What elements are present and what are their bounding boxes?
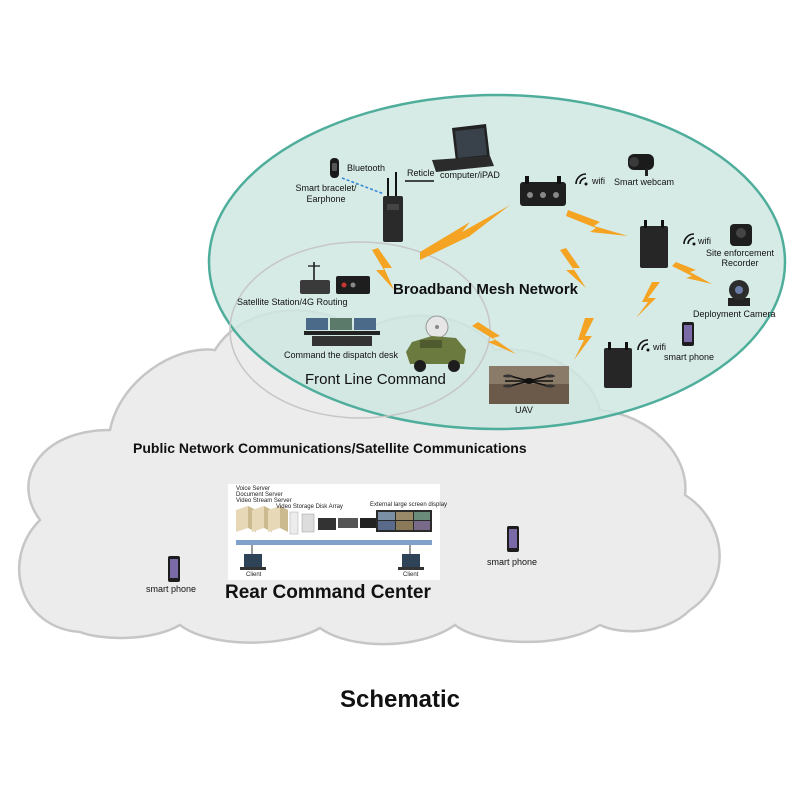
public-network-title: Public Network Communications/Satellite … <box>133 440 527 456</box>
lightning-icon <box>566 210 628 236</box>
client-computer-icon <box>398 554 424 570</box>
lightning-icon <box>420 205 510 260</box>
radio-icon <box>383 172 403 242</box>
dispatch-label: Command the dispatch desk <box>284 350 399 360</box>
rear-command-panel <box>228 484 440 580</box>
server-icon <box>236 506 288 532</box>
satellite-dish-icon <box>425 315 449 339</box>
laptop-icon <box>432 124 494 172</box>
lightning-icon <box>672 262 712 284</box>
bluetooth-label: Bluetooth <box>347 163 386 173</box>
military-vehicle-icon <box>406 336 466 372</box>
satellite-label: Satellite Station/4G Routing <box>237 297 348 307</box>
client-label: Client <box>246 572 262 578</box>
uav-label: UAV <box>515 405 533 415</box>
satellite-station-icon <box>300 262 370 294</box>
bluetooth-link <box>341 177 385 195</box>
lightning-icon <box>372 248 394 290</box>
smartphone-icon <box>682 322 694 346</box>
lightning-icon <box>472 322 516 354</box>
client-label: Client <box>403 572 419 578</box>
computer-label: computer/iPAD <box>440 170 500 180</box>
mesh-network-title: Broadband Mesh Network <box>393 281 579 298</box>
server-label: Voice Server <box>236 486 271 492</box>
wifi-icon <box>575 173 588 186</box>
large-display-icon <box>376 510 432 532</box>
uav-image <box>489 366 569 404</box>
mesh-router-icon <box>520 176 566 206</box>
lightning-icon <box>560 248 586 288</box>
server-label: Document Server <box>236 492 283 498</box>
recorder-icon <box>730 224 752 246</box>
lightning-icon <box>574 318 594 360</box>
display-label: External large screen display <box>370 502 448 508</box>
dispatch-desk-icon <box>304 318 380 346</box>
front-line-title: Front Line Command <box>305 371 446 388</box>
wifi-label: wifi <box>592 176 605 186</box>
bracelet-icon <box>330 158 339 178</box>
cloud-smartphone-left-label: smart phone <box>146 584 197 594</box>
storage-label: Video Storage Disk Array <box>276 504 343 510</box>
network-bus <box>236 540 432 545</box>
rear-command-title: Rear Command Center <box>225 582 431 603</box>
wifi-label: wifi <box>698 236 711 246</box>
smartphone-icon <box>507 526 519 552</box>
schematic-caption: Schematic <box>339 686 461 713</box>
smartphone-icon <box>168 556 180 582</box>
mesh-smartphone-label: smart phone <box>664 352 715 362</box>
wifi-icon <box>683 233 696 246</box>
webcam-label: Smart webcam <box>614 177 675 187</box>
cloud-smartphone-right-label: smart phone <box>487 557 538 567</box>
wifi-label: wifi <box>653 342 666 352</box>
reticle-label: Reticle <box>407 168 435 178</box>
bracelet-label: Smart bracelet/ Earphone <box>295 183 357 204</box>
recorder-label: Site enforcement Recorder <box>705 248 775 268</box>
webcam-icon <box>628 154 654 176</box>
lightning-icon <box>636 282 660 318</box>
mesh-node-icon <box>604 342 632 388</box>
drone-icon <box>503 374 555 388</box>
mesh-node-icon <box>640 220 668 268</box>
deploy-camera-label: Deployment Camera <box>693 309 776 319</box>
ptz-camera-icon <box>728 280 750 306</box>
wifi-icon <box>637 339 650 352</box>
storage-icon <box>289 511 299 535</box>
server-label: Video Stream Server <box>236 498 292 504</box>
client-computer-icon <box>240 554 266 570</box>
lightning-group <box>372 205 712 360</box>
